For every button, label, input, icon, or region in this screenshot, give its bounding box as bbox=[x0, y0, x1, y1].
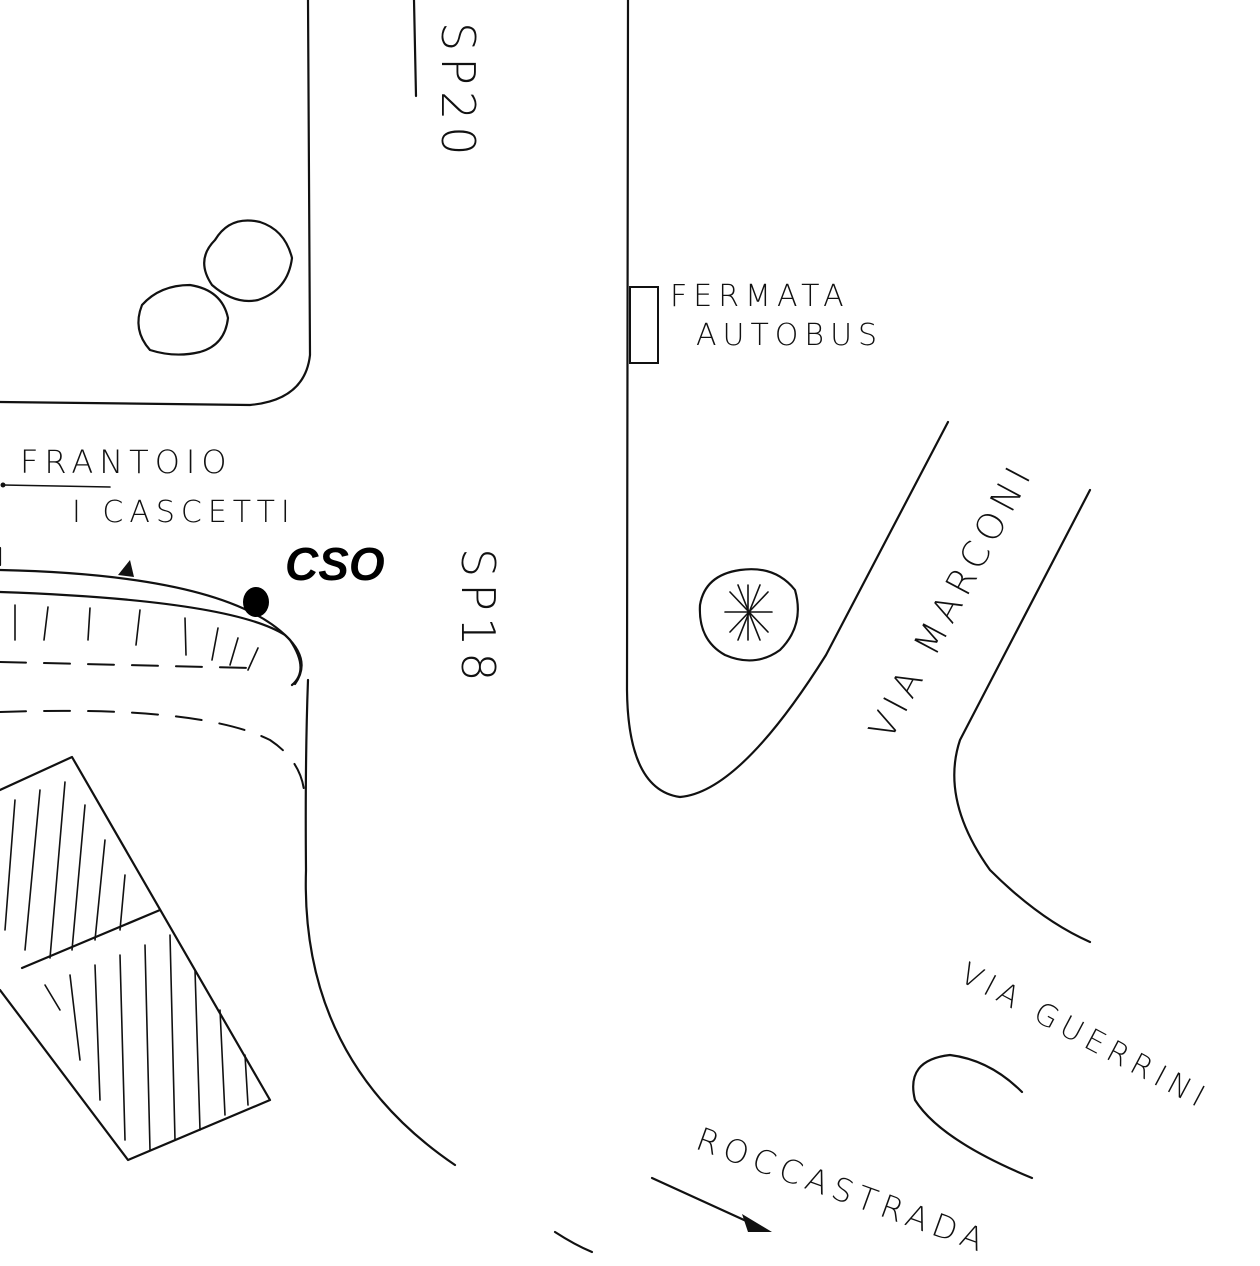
label-sp18: SP18 bbox=[451, 548, 505, 687]
hatched-parking-area bbox=[0, 755, 272, 1162]
flower-bush-icon bbox=[698, 568, 799, 662]
frantoio-arrow bbox=[0, 482, 111, 488]
label-via-marconi: VIA MARCONI bbox=[862, 456, 1042, 747]
label-via-guerrini: VIA GUERRINI bbox=[954, 956, 1215, 1117]
label-frantoio-line1: FRANTOIO bbox=[20, 443, 233, 481]
bus-stop-shelter-icon bbox=[629, 286, 659, 364]
bush-icon bbox=[137, 219, 294, 356]
location-marker-icon bbox=[243, 587, 269, 617]
road-via-marconi bbox=[953, 488, 1092, 944]
label-frantoio-line2: I CASCETTI bbox=[72, 495, 296, 530]
label-cso: CSO bbox=[285, 538, 385, 590]
road-sp20 bbox=[0, 0, 950, 799]
direction-arrow-icon bbox=[650, 1176, 772, 1232]
label-roccastrada: ROCCASTRADA bbox=[691, 1120, 994, 1261]
label-fermata-line2: AUTOBUS bbox=[696, 318, 883, 353]
label-fermata-line1: FERMATA bbox=[670, 279, 850, 314]
railing-ticks bbox=[0, 546, 259, 671]
road-via-guerrini bbox=[912, 1053, 1034, 1180]
label-sp20: SP20 bbox=[431, 22, 485, 161]
